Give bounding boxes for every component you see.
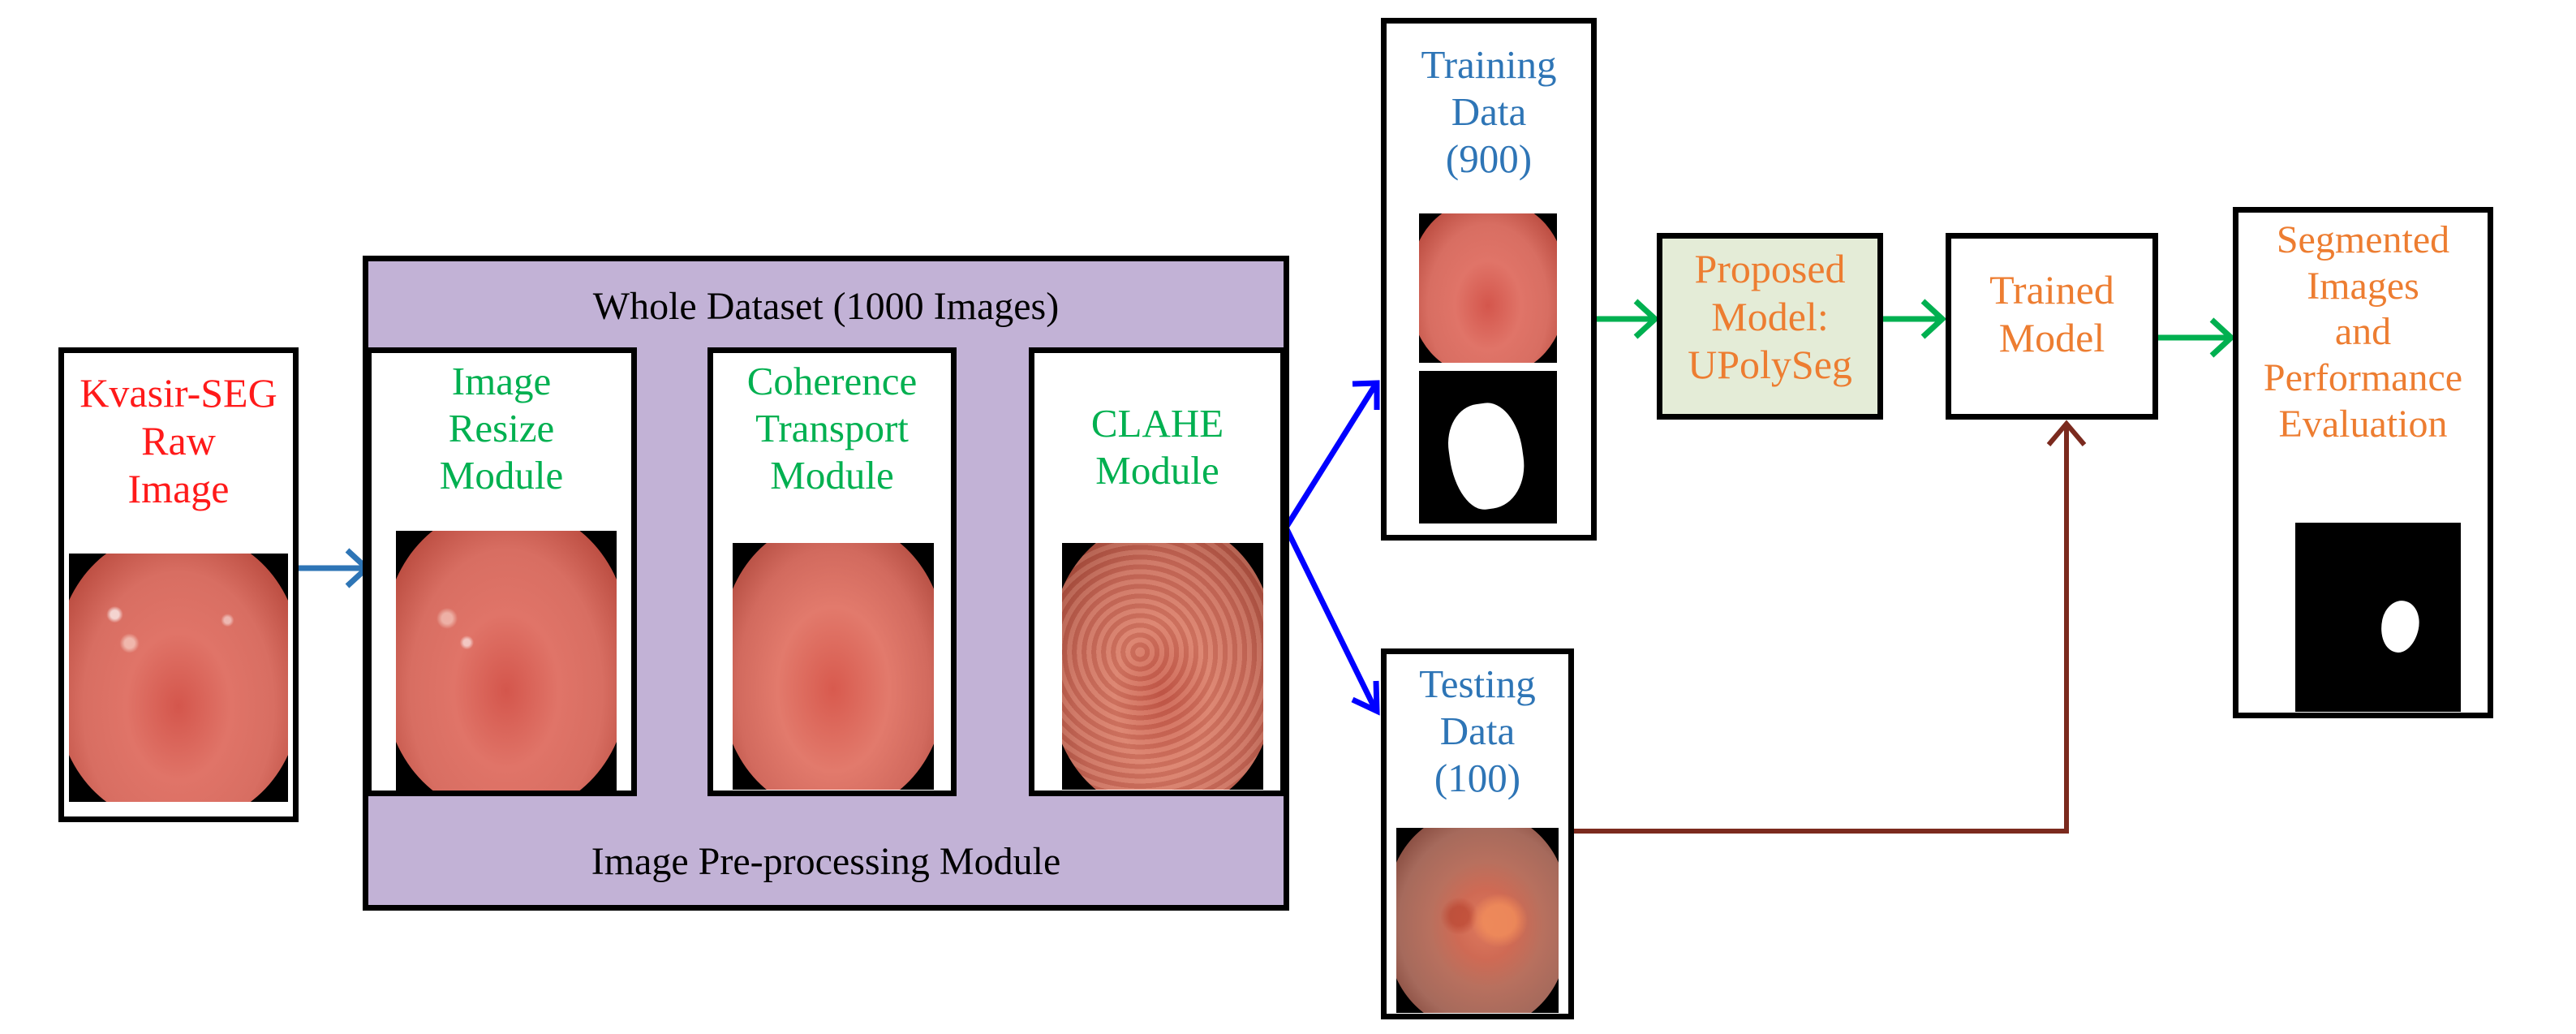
segmentation-output-mask: [2295, 523, 2461, 712]
training-endoscopy-photo: [1419, 213, 1557, 363]
raw-image-label: Kvasir-SEG Raw Image: [80, 370, 277, 511]
arrow-raw-to-resize: [299, 548, 372, 588]
clahe-module-box: CLAHE Module: [1029, 347, 1286, 796]
arrow-testing-to-trained: [1574, 420, 2087, 834]
testing-data-label: Testing Data (100): [1419, 661, 1536, 800]
resize-endoscopy-photo: [396, 531, 617, 791]
arrow-training-to-proposed: [1594, 299, 1660, 339]
output-box: Segmented Images and Performance Evaluat…: [2233, 207, 2493, 718]
coherence-module-label: Coherence Transport Module: [746, 359, 918, 498]
whole-dataset-label: Whole Dataset (1000 Images): [592, 285, 1060, 328]
coherence-module-box: Coherence Transport Module: [707, 347, 957, 796]
preprocessing-module-label: Image Pre-processing Module: [591, 840, 1061, 883]
proposed-model-box: Proposed Model: UPolySeg: [1657, 233, 1883, 420]
output-label: Segmented Images and Performance Evaluat…: [2263, 218, 2463, 446]
resize-module-box: Image Resize Module: [366, 347, 637, 796]
arrow-clahe-to-testing: [1283, 526, 1380, 716]
trained-model-label: Trained Model: [1989, 267, 2114, 360]
arrow-trained-to-output: [2158, 317, 2236, 358]
coherence-endoscopy-photo: [733, 543, 934, 790]
training-data-label: Training Data (900): [1421, 42, 1557, 181]
arrow-clahe-to-training: [1284, 380, 1380, 529]
resize-module-label: Image Resize Module: [439, 359, 564, 498]
clahe-endoscopy-photo: [1062, 543, 1263, 790]
testing-data-box: Testing Data (100): [1381, 648, 1574, 1019]
proposed-model-label: Proposed Model: UPolySeg: [1688, 246, 1852, 387]
training-ground-truth-mask: [1419, 371, 1557, 523]
clahe-module-label: CLAHE Module: [1090, 401, 1224, 493]
trained-model-box: Trained Model: [1946, 233, 2158, 420]
raw-image-box: Kvasir-SEG Raw Image: [58, 347, 299, 822]
arrow-proposed-to-trained: [1883, 299, 1947, 339]
training-data-box: Training Data (900): [1381, 18, 1597, 541]
testing-endoscopy-photo: [1396, 828, 1559, 1013]
raw-endoscopy-photo: [69, 554, 288, 802]
